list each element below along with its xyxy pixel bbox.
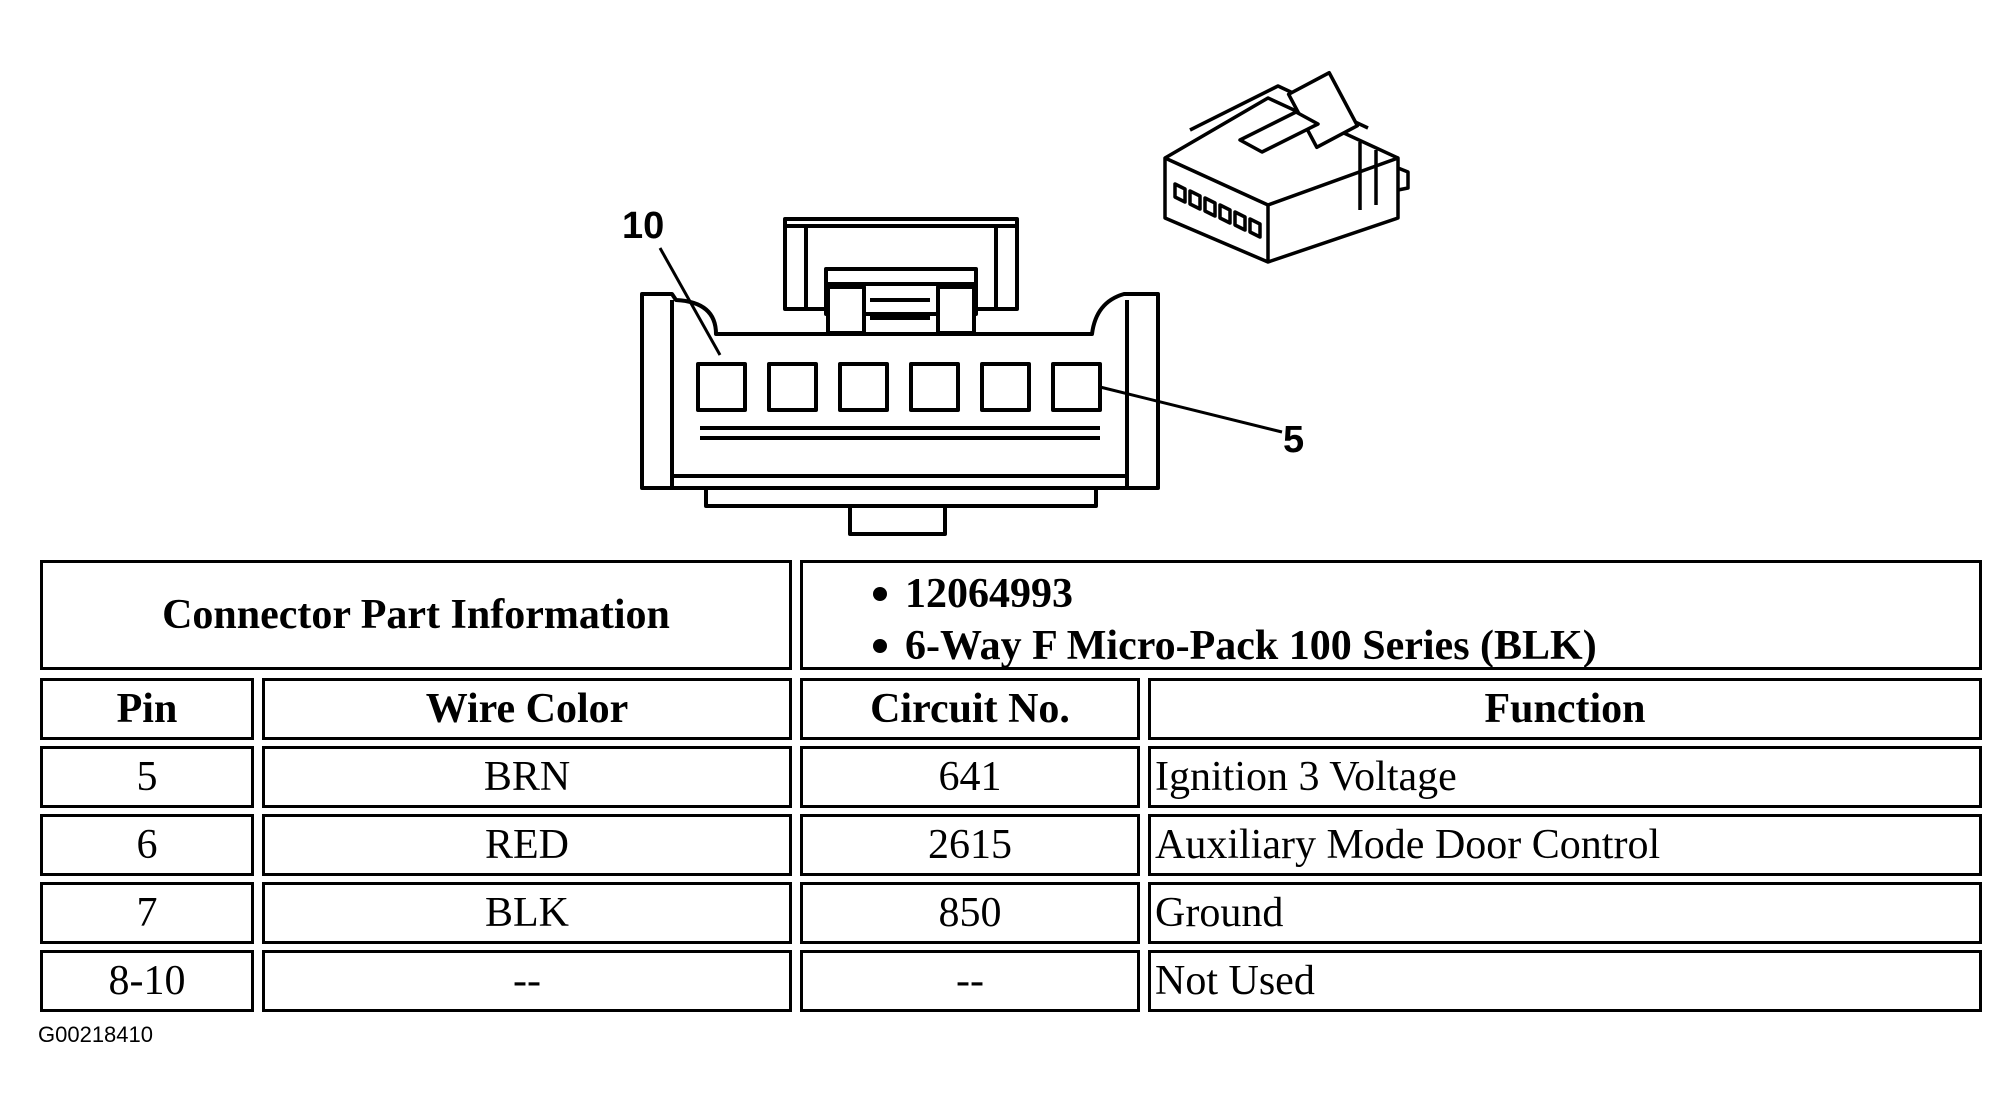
row-1-function: Ignition 3 Voltage bbox=[1148, 746, 1982, 808]
bullet-icon bbox=[873, 587, 887, 601]
row-3-function: Ground bbox=[1148, 882, 1982, 944]
part-number: 12064993 bbox=[905, 571, 1073, 617]
pin-label-10: 10 bbox=[622, 205, 664, 247]
connector-part-info-list: 12064993 6-Way F Micro-Pack 100 Series (… bbox=[865, 568, 1597, 672]
row-3-pin: 7 bbox=[40, 882, 254, 944]
row-4-pin: 8-10 bbox=[40, 950, 254, 1012]
connector-isometric-view bbox=[1163, 70, 1410, 264]
row-1-pin: 5 bbox=[40, 746, 254, 808]
pin-cavity-9 bbox=[767, 362, 818, 412]
part-description: 6-Way F Micro-Pack 100 Series (BLK) bbox=[905, 623, 1597, 669]
row-2-function: Auxiliary Mode Door Control bbox=[1148, 814, 1982, 876]
pin-cavity-8 bbox=[838, 362, 889, 412]
header-pin: Pin bbox=[40, 678, 254, 740]
row-1-circuit-no: 641 bbox=[800, 746, 1140, 808]
connector-face-view bbox=[640, 217, 1283, 536]
figure-id: G00218410 bbox=[38, 1022, 153, 1047]
pin-cavity-7 bbox=[909, 362, 960, 412]
header-circuit-no: Circuit No. bbox=[800, 678, 1140, 740]
row-2-pin: 6 bbox=[40, 814, 254, 876]
leader-line-10 bbox=[658, 247, 722, 356]
row-4-wire-color: -- bbox=[262, 950, 792, 1012]
header-function: Function bbox=[1148, 678, 1982, 740]
row-1-wire-color: BRN bbox=[262, 746, 792, 808]
connector-part-info-values bbox=[800, 560, 1982, 670]
pin-label-5: 5 bbox=[1283, 419, 1304, 461]
row-2-circuit-no: 2615 bbox=[800, 814, 1140, 876]
row-2-wire-color: RED bbox=[262, 814, 792, 876]
part-number-item: 12064993 bbox=[865, 568, 1597, 620]
pin-cavity-10 bbox=[696, 362, 747, 412]
bullet-icon bbox=[873, 639, 887, 653]
row-3-wire-color: BLK bbox=[262, 882, 792, 944]
leader-line-5 bbox=[1099, 385, 1283, 434]
header-wire-color: Wire Color bbox=[262, 678, 792, 740]
row-4-function: Not Used bbox=[1148, 950, 1982, 1012]
row-4-circuit-no: -- bbox=[800, 950, 1140, 1012]
row-3-circuit-no: 850 bbox=[800, 882, 1140, 944]
part-description-item: 6-Way F Micro-Pack 100 Series (BLK) bbox=[865, 620, 1597, 672]
pin-cavity-6 bbox=[980, 362, 1031, 412]
connector-part-info-label: Connector Part Information bbox=[40, 560, 792, 670]
connector-part-info-text: Connector Part Information bbox=[162, 592, 670, 638]
connector-diagram: 10 5 bbox=[622, 70, 1410, 536]
